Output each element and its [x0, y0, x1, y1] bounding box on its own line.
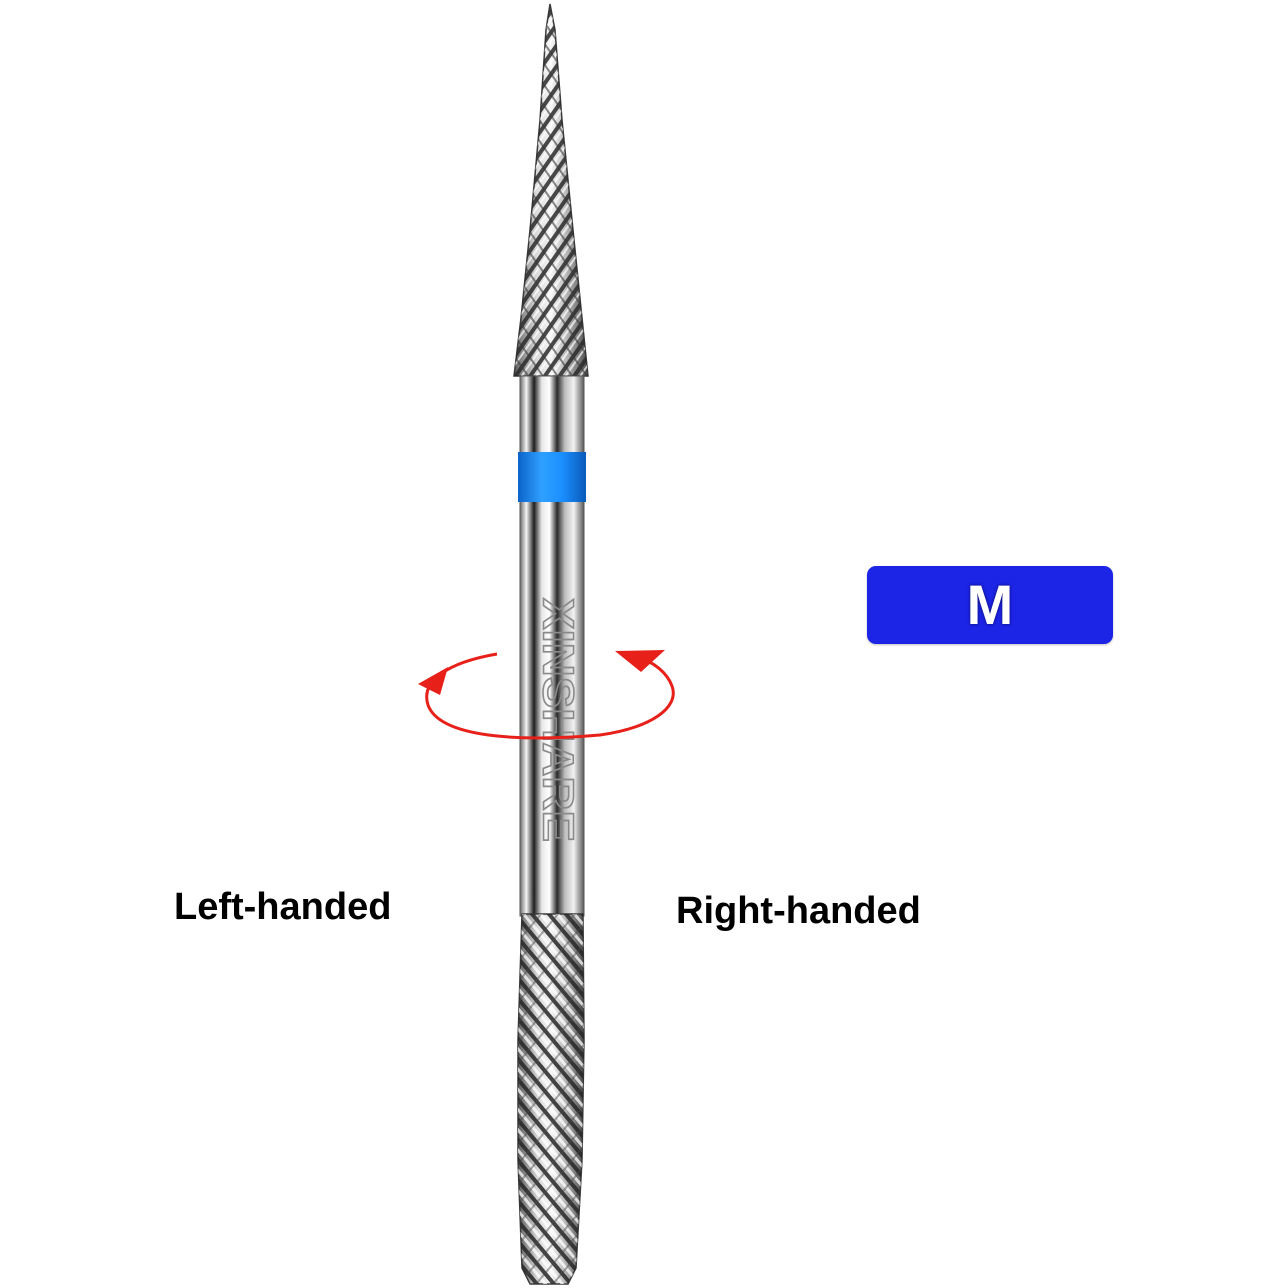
top-cutting-head: [513, 3, 589, 377]
grit-grade-badge: M: [867, 566, 1113, 644]
grit-grade-text: M: [966, 573, 1014, 636]
brand-engraving: XINSHARE: [533, 598, 582, 842]
right-handed-label: Right-handed: [676, 890, 921, 932]
rotation-arrows-icon: [418, 650, 675, 740]
left-handed-label: Left-handed: [174, 886, 392, 928]
shank: XINSHARE: [518, 375, 586, 917]
bottom-cutting-head: [517, 913, 585, 1285]
grade-color-band: [518, 452, 586, 502]
